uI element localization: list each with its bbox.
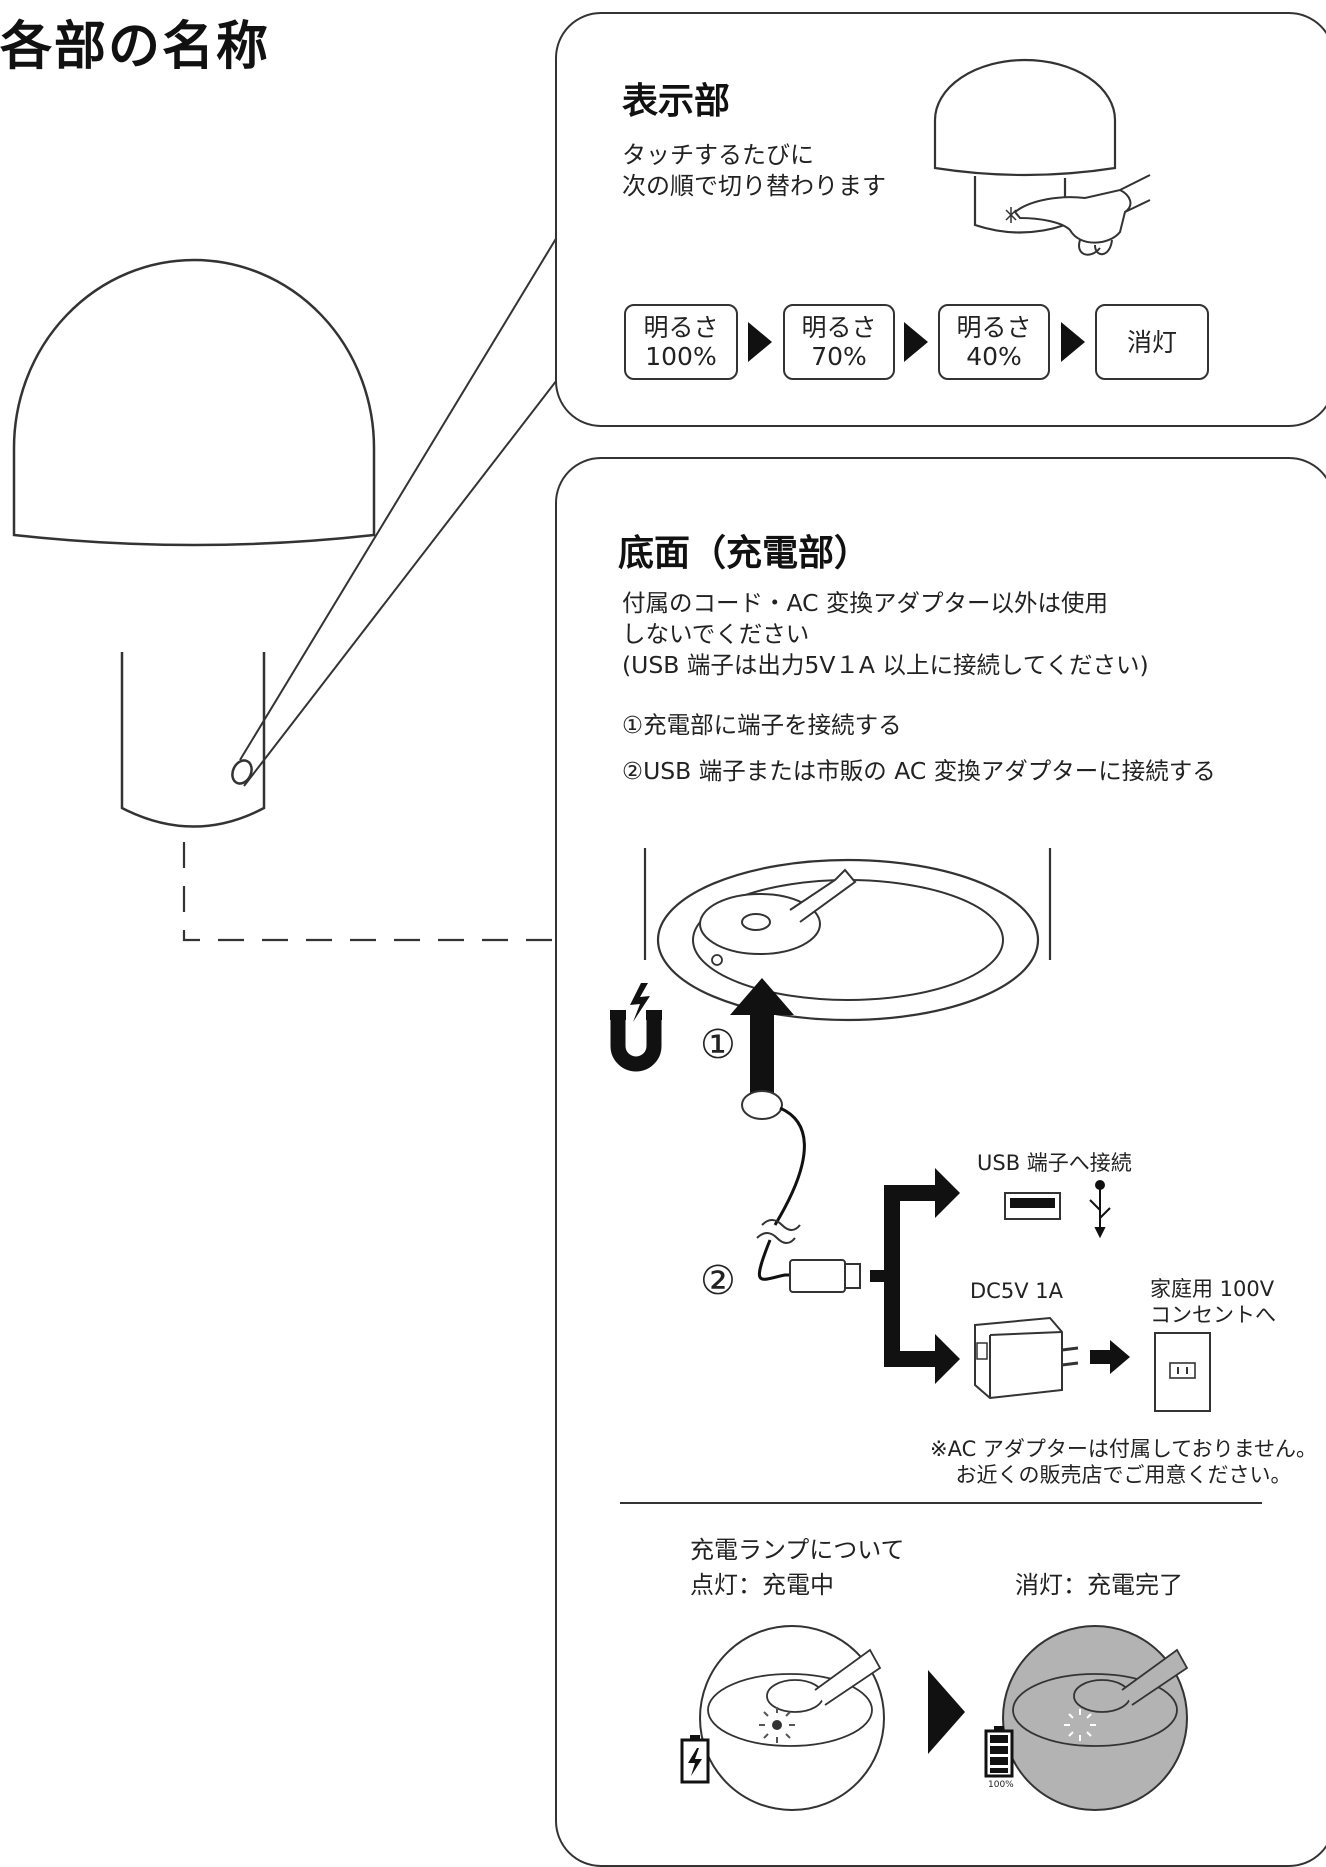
step-marker-2: ②	[700, 1258, 736, 1304]
instruction-1: ①充電部に端子を接続する	[622, 711, 902, 739]
outlet-label: 家庭用 100V コンセントへ	[1150, 1277, 1276, 1327]
adapter-label: DC5V 1A	[970, 1279, 1063, 1303]
full-battery-icon	[984, 1726, 1014, 1778]
magnet-icon	[610, 983, 662, 1072]
usb-label: USB 端子へ接続	[977, 1151, 1132, 1175]
arrow-right-icon	[904, 322, 928, 362]
adapter-note: ※AC アダプターは付属しておりません。 お近くの販売店でご用意ください。	[930, 1437, 1318, 1487]
lamp-off-label: 消灯：充電完了	[1015, 1571, 1183, 1599]
arrow-right-icon	[748, 322, 772, 362]
step-marker-1: ①	[700, 1022, 736, 1068]
display-description: タッチするたびに 次の順で切り替わります	[622, 141, 886, 200]
lamp-title: 充電ランプについて	[690, 1536, 905, 1564]
instruction-2: ②USB 端子または市販の AC 変換アダプターに接続する	[622, 757, 1216, 785]
touch-sensor	[231, 759, 253, 785]
dashed-connector	[182, 842, 555, 942]
display-heading: 表示部	[622, 81, 731, 122]
lamp-shade	[12, 258, 376, 547]
lamp-stem	[120, 652, 266, 828]
battery-full-label: 100%	[988, 1780, 1014, 1790]
usb-symbol-icon	[1089, 1180, 1111, 1239]
arrow-right-icon	[1061, 322, 1085, 362]
charging-battery-icon	[680, 1735, 710, 1784]
lamp-on-label: 点灯：充電中	[690, 1571, 834, 1599]
step-off: 消灯	[1095, 304, 1209, 380]
page-title: 各部の名称	[0, 17, 271, 77]
charging-heading: 底面（充電部）	[618, 533, 871, 574]
finger-icon	[1013, 188, 1132, 244]
charging-notes: 付属のコード・AC 変換アダプター以外は使用 しないでください (USB 端子は…	[622, 589, 1149, 679]
